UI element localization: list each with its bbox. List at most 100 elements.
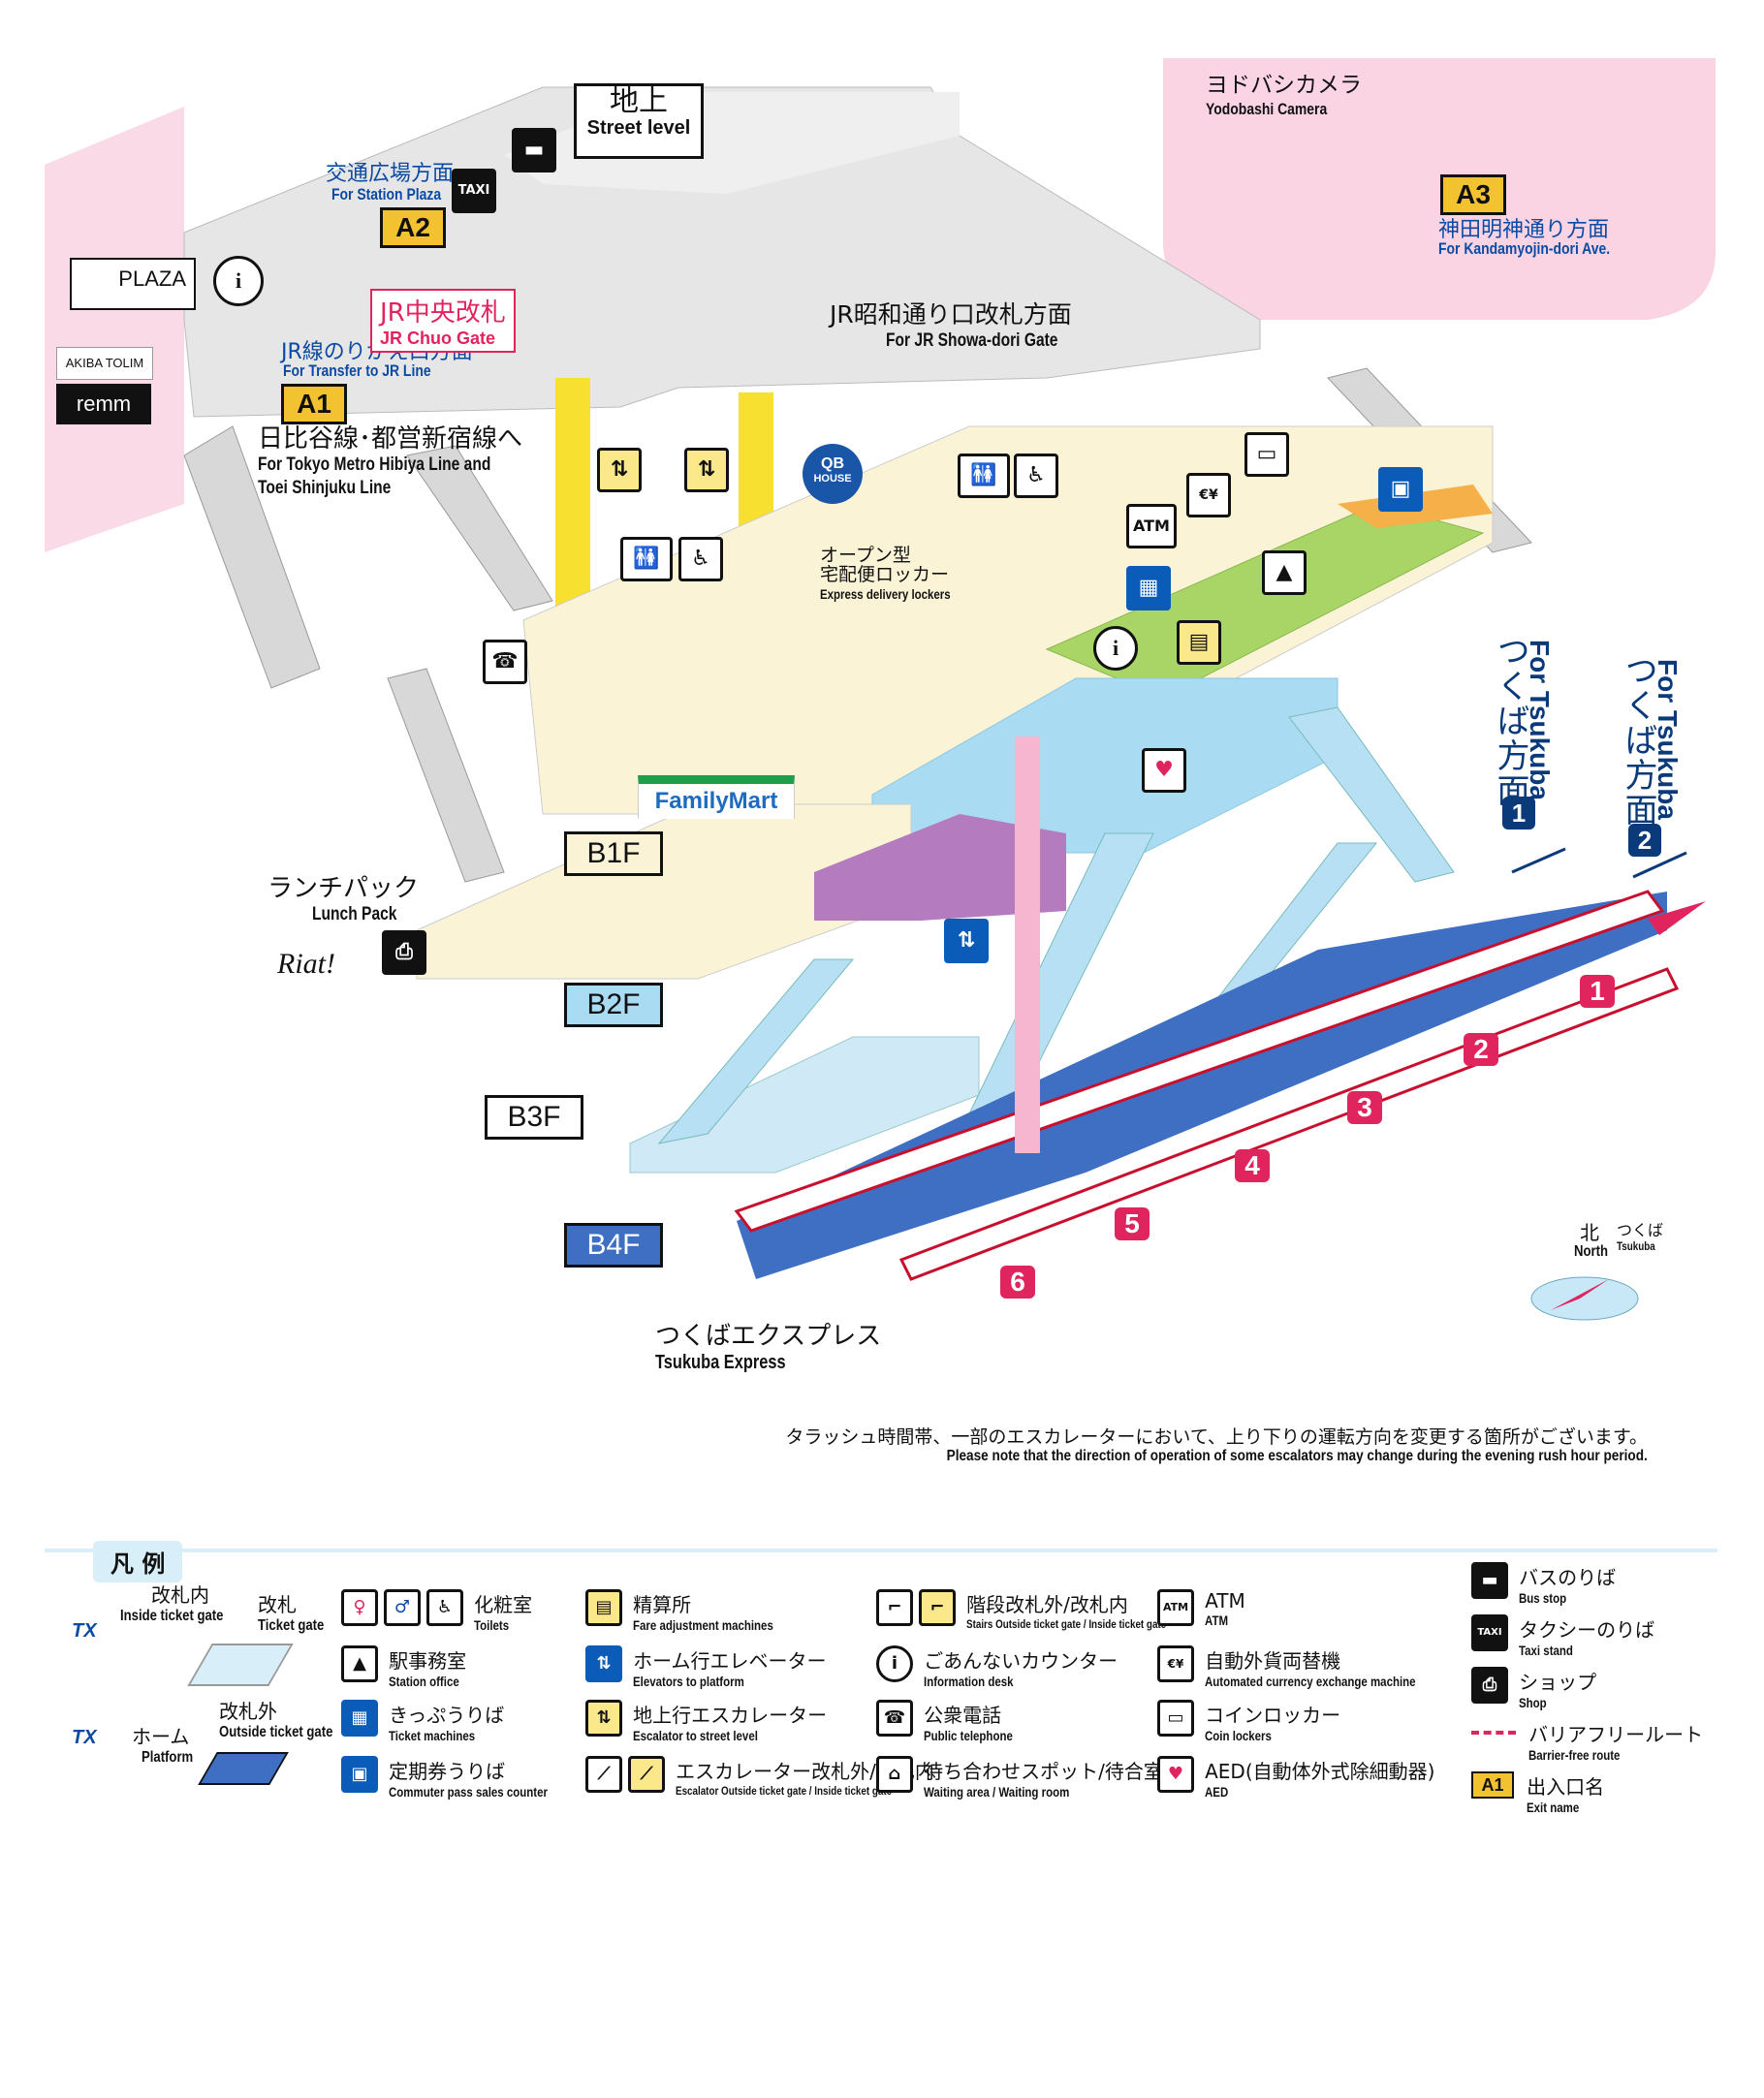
stairs-left-1 (183, 425, 321, 689)
legend-currency-jp: 自動外貨両替機 (1205, 1649, 1341, 1673)
legend-elev-jp: ホーム行エレベーター (633, 1649, 827, 1673)
hibiya-en2: Toei Shinjuku Line (258, 478, 392, 498)
fare-adjust-icon: ▤ (1177, 620, 1221, 665)
legend-escst-icon: ⇅ (585, 1700, 622, 1737)
legend-bfree-line-icon (1471, 1731, 1516, 1735)
legend-platform-jp: ホーム (132, 1725, 190, 1748)
legend-commuter-en: Commuter pass sales counter (389, 1784, 549, 1800)
exit-a1[interactable]: A1 (281, 384, 347, 424)
legend-bfree-en: Barrier-free route (1528, 1747, 1621, 1763)
legend-gate-swatch (187, 1644, 294, 1686)
floor-label-b3: B3F (485, 1095, 583, 1140)
legend-bfree-jp: バリアフリールート (1528, 1723, 1704, 1746)
legend-wheel-icon: ♿ (426, 1589, 463, 1626)
legend-fare-icon: ▤ (585, 1589, 622, 1626)
exit-a1-dest-en: For Transfer to JR Line (283, 361, 431, 380)
legend-exitname-jp: 出入口名 (1527, 1775, 1605, 1799)
legend-aed-jp: AED(自動体外式除細動器) (1205, 1760, 1435, 1783)
akiba-tolim-logo: AKIBA TOLIM (56, 347, 153, 380)
platform-5: 5 (1115, 1207, 1150, 1240)
legend-outside-jp: 改札外 (219, 1700, 277, 1723)
escalator-4 (1288, 706, 1455, 883)
legend-infodesk-jp: ごあんないカウンター (924, 1649, 1118, 1673)
train-1 (734, 890, 1665, 1233)
exit-a2[interactable]: A2 (380, 207, 446, 248)
legend-bus-en: Bus stop (1519, 1590, 1567, 1606)
hibiya-en1: For Tokyo Metro Hibiya Line and (258, 454, 491, 475)
ticket-machines-icon: ▦ (1126, 566, 1171, 611)
floor-label-b2: B2F (564, 983, 663, 1027)
legend-locker-icon: ▭ (1157, 1700, 1194, 1737)
legend-locker-en: Coin lockers (1205, 1728, 1272, 1743)
legend-stairs-jp: 階段改札外/改札内 (966, 1593, 1128, 1616)
legend-tickets-jp: きっぷうりば (389, 1704, 505, 1727)
legend-currency-en: Automated currency exchange machine (1205, 1674, 1416, 1689)
familymart-sign[interactable]: FamilyMart (638, 775, 795, 819)
legend-bus-icon: ▬ (1471, 1562, 1508, 1599)
exit-a2-dest-jp: 交通広場方面 (326, 162, 455, 186)
b1f-floor (522, 425, 1494, 815)
legend-toilets-jp: 化粧室 (474, 1593, 533, 1616)
jr-chuo-gate[interactable]: JR中央改札 JR Chuo Gate (370, 289, 516, 353)
jr-chuo-jp: JR中央改札 (380, 298, 506, 328)
train-dir-arrow (1648, 901, 1706, 935)
taxi-stand-icon: TAXI (452, 169, 496, 213)
legend-toilet-m-icon: ♂ (384, 1589, 421, 1626)
note-en: Please note that the direction of operat… (946, 1448, 1648, 1464)
riat-label: Riat! (277, 948, 335, 980)
legend-tickets-en: Ticket machines (389, 1728, 476, 1743)
stairs-left-2 (387, 668, 505, 883)
legend-platform-en: Platform (142, 1749, 194, 1766)
legend-esc-out-icon: ⟋ (585, 1756, 622, 1793)
legend-shop-icon: ⎙ (1471, 1667, 1508, 1704)
shop-icon: ⎙ (382, 930, 426, 975)
wheelchair-icon-1: ♿ (678, 537, 723, 581)
legend-fare-jp: 精算所 (633, 1593, 692, 1616)
legend-bus-jp: バスのりば (1519, 1566, 1617, 1589)
legend-exitname-en: Exit name (1527, 1800, 1580, 1815)
legend-infodesk-en: Information desk (924, 1674, 1014, 1689)
lunch-pack-jp: ランチパック (268, 874, 420, 903)
legend-escst-jp: 地上行エスカレーター (633, 1704, 828, 1727)
legend-shop-jp: ショップ (1519, 1671, 1597, 1694)
legend-phone-en: Public telephone (924, 1728, 1013, 1743)
lockers-en: Express delivery lockers (820, 586, 951, 602)
legend-taxi-en: Taxi stand (1519, 1643, 1574, 1658)
tsukuba-small-en: Tsukuba (1617, 1239, 1655, 1253)
qb-text: QB (821, 455, 844, 472)
legend-elev-icon: ⇅ (585, 1645, 622, 1682)
north-jp: 北 (1580, 1221, 1599, 1244)
floor-label-b4: B4F (564, 1223, 663, 1268)
bus-stop-icon: ▬ (512, 128, 556, 172)
legend-taxi-jp: タクシーのりば (1519, 1618, 1655, 1642)
platform-6: 6 (1000, 1266, 1035, 1299)
legend-esc-in-icon: ⟋ (628, 1756, 665, 1793)
exit-a3[interactable]: A3 (1440, 174, 1506, 215)
note-jp: タラッシュ時間帯、一部のエスカレーターにおいて、上り下りの運転方向を変更する箇所… (785, 1426, 1648, 1448)
compass-needle (1551, 1279, 1609, 1310)
legend-taxi-icon: TAXI (1471, 1614, 1508, 1651)
tsukuba-express-en: Tsukuba Express (655, 1352, 786, 1373)
escalator-street-icon-2: ⇅ (684, 448, 729, 492)
qb-house-text: HOUSE (813, 473, 852, 485)
currency-exchange-icon: €¥ (1186, 473, 1231, 517)
platform-2: 2 (1464, 1033, 1498, 1066)
legend-atm-jp: ATM (1205, 1589, 1245, 1613)
compass (1530, 1276, 1639, 1321)
legend-aed: ♥ AED(自動体外式除細動器)AED (1157, 1756, 1434, 1800)
legend-phone-icon: ☎ (876, 1700, 913, 1737)
legend-stairs-en: Stairs Outside ticket gate / Inside tick… (966, 1617, 1167, 1631)
dir1-jp: つくば方面 (1491, 634, 1529, 808)
